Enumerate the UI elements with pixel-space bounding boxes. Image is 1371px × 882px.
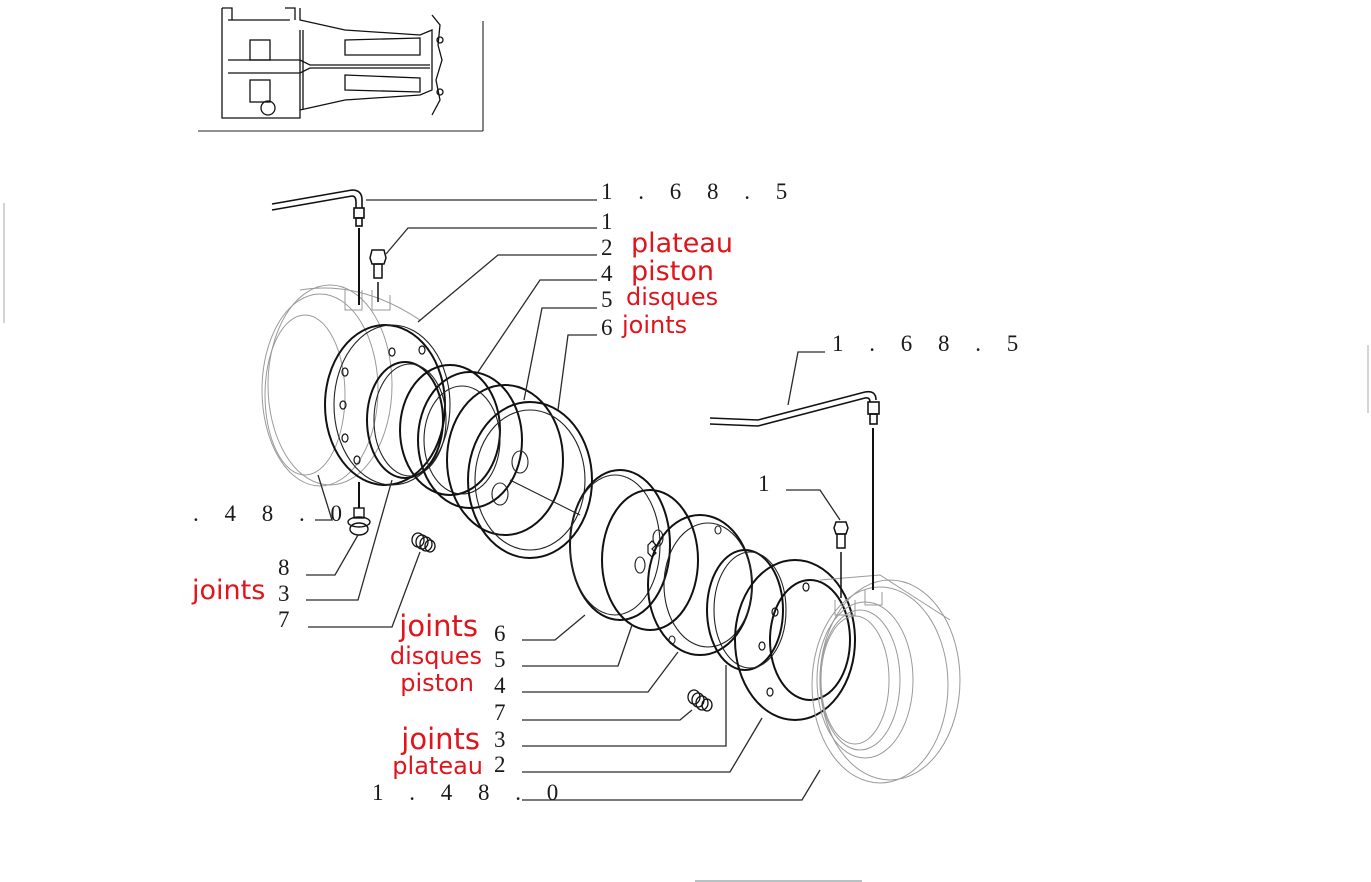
inset-thumbnail (198, 7, 484, 132)
housing-right (811, 574, 961, 784)
callout-bottom-7: 7 (494, 700, 506, 725)
leader-lines (306, 199, 841, 801)
bleed-screw-left (369, 249, 387, 302)
bleed-screw-right (833, 521, 849, 598)
callout-top-1: 1 (601, 209, 613, 234)
label-joints-top: joints (621, 311, 687, 339)
pipe-ref-top: 1 . 6 8 . 5 (601, 179, 797, 204)
callout-top-5: 5 (601, 287, 613, 312)
label-disques-top: disques (626, 283, 718, 311)
brake-pipe-right (709, 390, 880, 590)
piston-left (399, 364, 523, 509)
center-axis (509, 479, 581, 516)
spring-left (411, 532, 436, 553)
pipe-ref-right: 1 . 6 8 . 5 (832, 331, 1028, 356)
callout-bottom-4: 4 (494, 673, 506, 698)
callout-bottom-6: 6 (494, 621, 506, 646)
label-piston-bottom: piston (400, 669, 474, 697)
callout-right-1: 1 (758, 471, 770, 496)
seal-left (366, 361, 447, 479)
label-disques-bottom: disques (390, 642, 482, 670)
callout-left-7: 7 (278, 607, 290, 632)
piston-right (647, 514, 753, 656)
plate-left (324, 324, 451, 486)
spring-right (687, 689, 713, 712)
plug-left (347, 482, 371, 536)
callout-top-6: 6 (601, 315, 613, 340)
plate-right (734, 559, 856, 721)
callout-bottom-5: 5 (494, 647, 506, 672)
callout-bottom-2: 2 (494, 752, 506, 777)
label-plateau-top: plateau (631, 228, 733, 259)
label-joints-left: joints (191, 575, 265, 606)
callout-left-3: 3 (278, 581, 290, 606)
callout-top-4: 4 (601, 261, 613, 286)
callout-top-2: 2 (601, 235, 613, 260)
callout-bottom-3: 3 (494, 727, 506, 752)
label-joints-bottom-1: joints (398, 609, 478, 643)
brake-pipe-left (271, 189, 365, 305)
label-joints-bottom-2: joints (400, 722, 480, 756)
housing-left (261, 284, 421, 487)
label-piston-top: piston (631, 256, 714, 287)
housing-ref-left: . 4 8 . 0 (193, 501, 352, 526)
seal-right (706, 549, 787, 671)
housing-ref-bottom: 1 . 4 8 . 0 (372, 780, 568, 805)
callout-left-8: 8 (278, 555, 290, 580)
disc-left (446, 384, 593, 559)
label-plateau-bottom: plateau (392, 752, 483, 780)
